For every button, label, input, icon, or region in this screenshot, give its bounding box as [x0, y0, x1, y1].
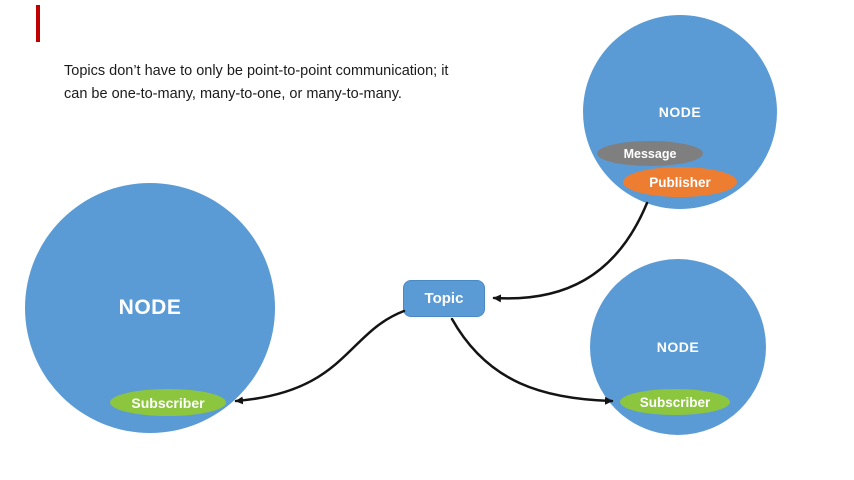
publisher-badge-label: Publisher	[649, 174, 711, 190]
red-marker-bar	[36, 5, 40, 42]
caption: Topics don’t have to only be point-to-po…	[64, 60, 494, 106]
subscriber-badge-right-label: Subscriber	[639, 394, 711, 410]
caption-line-1: Topics don’t have to only be point-to-po…	[64, 63, 449, 79]
topic-label: Topic	[424, 290, 464, 307]
subscriber-badge-left-label: Subscriber	[131, 394, 205, 411]
topic-box: Topic	[403, 280, 485, 317]
caption-line-2: can be one-to-many, many-to-one, or many…	[64, 86, 402, 102]
node-label-left: NODE	[118, 296, 182, 319]
arrow-topic-to-right-subscriber	[450, 317, 614, 405]
node-label-top-right: NODE	[658, 104, 702, 120]
publisher-badge: Publisher	[623, 167, 737, 197]
subscriber-badge-right: Subscriber	[620, 389, 730, 415]
message-badge-label: Message	[623, 146, 677, 161]
message-badge: Message	[597, 141, 703, 166]
subscriber-badge-left: Subscriber	[110, 389, 226, 416]
node-label-bottom-right: NODE	[656, 339, 700, 355]
